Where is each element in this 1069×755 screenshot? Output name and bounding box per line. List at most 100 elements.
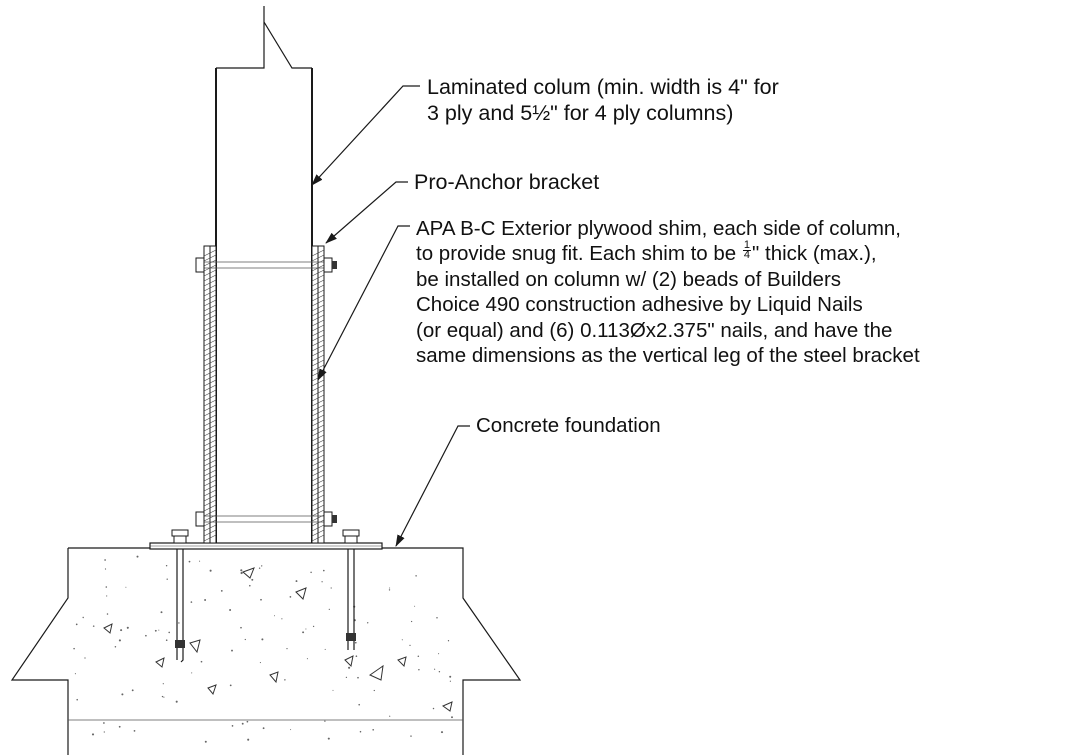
hatch-line: [203, 269, 217, 277]
concrete-speck: [321, 581, 323, 583]
concrete-speck: [286, 647, 288, 650]
anchor-bolt-left: [171, 529, 189, 663]
hatch-line: [311, 344, 325, 352]
leader-bracket: [325, 181, 408, 244]
concrete-aggregate: [103, 567, 453, 712]
shim-callout-line-2-end: " thick (max.),: [752, 242, 877, 266]
hatch-line: [203, 259, 217, 267]
hatch-line: [311, 469, 325, 477]
concrete-speck: [231, 649, 233, 652]
concrete-speck: [389, 587, 391, 589]
hatch-line: [311, 259, 325, 267]
concrete-speck: [246, 720, 249, 723]
concrete-speck: [262, 727, 265, 730]
hatch-line: [203, 464, 217, 472]
concrete-speck: [74, 673, 76, 675]
concrete-speck: [168, 631, 171, 634]
hatch-line: [311, 489, 325, 497]
shim-callout-line-5: (or equal) and (6) 0.113Øx2.375" nails, …: [416, 318, 893, 342]
hatch-line: [203, 449, 217, 457]
concrete-speck: [162, 683, 164, 685]
hatch-line: [203, 314, 217, 322]
hatch-line: [203, 439, 217, 447]
hatch-line: [203, 299, 217, 307]
shim-callout-line-4: Choice 490 construction adhesive by Liqu…: [416, 293, 863, 317]
concrete-speck: [372, 728, 375, 731]
concrete-speck: [345, 676, 348, 679]
concrete-speck: [312, 625, 315, 628]
concrete-speck: [121, 693, 124, 696]
concrete-speck: [199, 560, 201, 562]
hatch-line: [203, 409, 217, 417]
concrete-speck: [84, 657, 86, 659]
concrete-speck: [290, 729, 292, 731]
concrete-speck: [136, 555, 139, 558]
concrete-speck: [209, 569, 212, 572]
concrete-speck: [145, 634, 147, 637]
concrete-speck: [118, 725, 121, 728]
concrete-speck: [106, 595, 108, 597]
foundation-callout: Concrete foundation: [476, 414, 661, 439]
concrete-speck: [447, 640, 450, 642]
concrete-speck: [328, 608, 330, 611]
hatch-line: [203, 454, 217, 462]
hatch-line: [203, 279, 217, 287]
hatch-line: [203, 534, 217, 542]
hatch-line: [203, 489, 217, 497]
concrete-speck: [434, 668, 436, 670]
concrete-speck: [259, 662, 261, 664]
concrete-speck: [260, 598, 262, 601]
concrete-speck: [241, 722, 244, 725]
through-bolt-upper: [195, 257, 337, 273]
hatch-line: [203, 419, 217, 427]
concrete-speck: [357, 676, 359, 679]
hatch-line: [311, 409, 325, 417]
concrete-speck: [261, 565, 263, 567]
hatch-line: [203, 524, 217, 532]
concrete-speck: [355, 655, 358, 658]
concrete-speck: [414, 605, 416, 607]
foundation-callout-line-1: Concrete foundation: [476, 414, 661, 437]
hatch-line: [311, 339, 325, 347]
hatch-line: [203, 504, 217, 512]
hatch-line: [311, 349, 325, 357]
hatch-line: [311, 279, 325, 287]
hatch-line: [311, 484, 325, 492]
hatch-line: [203, 349, 217, 357]
concrete-speck: [330, 587, 332, 589]
hatch-line: [203, 429, 217, 437]
hatch-line: [203, 404, 217, 412]
hatch-line: [311, 324, 325, 332]
hatch-line: [311, 419, 325, 427]
hatch-line: [311, 249, 325, 257]
hatch-line: [203, 399, 217, 407]
concrete-speck: [165, 564, 168, 567]
concrete-speck: [306, 658, 308, 660]
hatch-line: [203, 324, 217, 332]
hatch-line: [203, 484, 217, 492]
hatch-line: [311, 384, 325, 392]
concrete-speck: [451, 716, 453, 719]
hatch-line: [311, 474, 325, 482]
concrete-speck: [120, 629, 123, 632]
base-plate: [149, 542, 383, 550]
bracket-and-shims: [203, 245, 325, 544]
concrete-speck: [388, 589, 391, 591]
hatch-line: [311, 334, 325, 342]
hatch-line: [203, 499, 217, 507]
concrete-speck: [104, 559, 106, 561]
hatch-line: [203, 304, 217, 312]
concrete-speck: [244, 638, 246, 641]
concrete-speck: [191, 672, 193, 674]
hatch-line: [311, 289, 325, 297]
concrete-speck: [438, 653, 440, 655]
concrete-speck: [410, 735, 412, 737]
anchor-bolt-right: [342, 529, 360, 650]
fraction-denominator: 4: [743, 249, 751, 262]
concrete-speck: [103, 722, 105, 724]
concrete-speck: [323, 569, 325, 572]
concrete-speck: [249, 584, 251, 587]
hatch-line: [311, 254, 325, 262]
concrete-speck: [389, 715, 391, 717]
hatch-line: [311, 529, 325, 537]
